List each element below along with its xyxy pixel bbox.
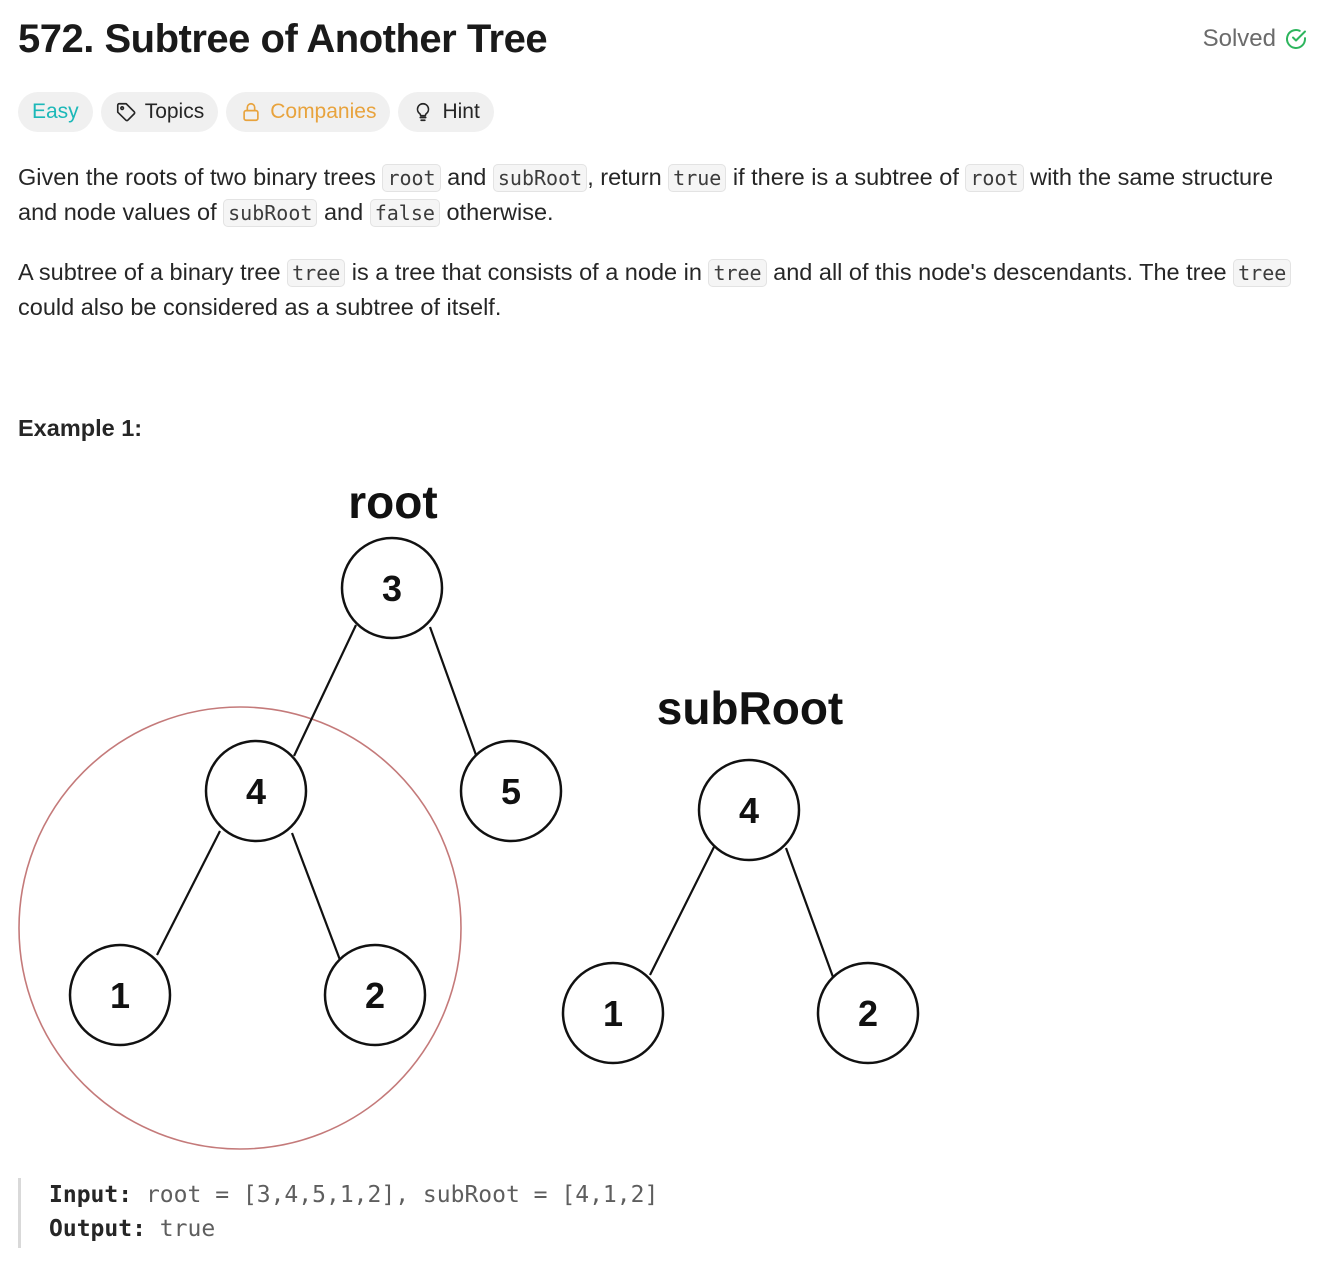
code-root: root <box>965 164 1024 192</box>
text: Given the roots of two binary trees <box>18 164 383 190</box>
problem-tags: Easy Topics Companies Hint <box>18 92 494 132</box>
difficulty-tag[interactable]: Easy <box>18 92 93 132</box>
lock-icon <box>243 102 259 122</box>
text: is a tree that consists of a node in <box>345 259 709 285</box>
lightbulb-icon <box>417 102 430 122</box>
tree-node <box>204 739 308 843</box>
node-value: 2 <box>858 993 878 1034</box>
description-paragraph-1: Given the roots of two binary trees root… <box>18 160 1308 230</box>
node-value: 1 <box>603 993 623 1034</box>
tree-node <box>68 943 172 1047</box>
node-value: 4 <box>246 771 266 812</box>
code-tree: tree <box>708 259 767 287</box>
solved-label: Solved <box>1202 25 1276 52</box>
output-label: Output: <box>49 1216 146 1242</box>
tree-node <box>697 758 801 862</box>
edge <box>156 830 221 956</box>
node-value: 1 <box>110 975 130 1016</box>
text: if there is a subtree of <box>726 164 966 190</box>
code-false: false <box>369 199 440 227</box>
description-paragraph-2: A subtree of a binary tree tree is a tre… <box>18 255 1308 324</box>
tree-node <box>459 739 563 843</box>
example-1-diagram: root subRoot 3 4 5 1 2 4 1 2 <box>18 476 920 1150</box>
tag-icon <box>116 102 136 122</box>
companies-tag[interactable]: Companies <box>226 92 391 132</box>
tree-node <box>561 961 665 1065</box>
text: and all of this node's descendants. The … <box>766 259 1234 285</box>
code-tree: tree <box>1233 259 1292 287</box>
hint-label: Hint <box>442 100 480 123</box>
text: and <box>317 199 370 225</box>
input-value: root = [3,4,5,1,2], subRoot = [4,1,2] <box>145 1182 659 1208</box>
code-subroot: subRoot <box>492 164 588 192</box>
tree-node <box>816 961 920 1065</box>
example-output-line: Output: true <box>49 1212 918 1246</box>
node-value: 5 <box>501 771 521 812</box>
companies-label: Companies <box>270 100 377 123</box>
edge <box>293 624 357 757</box>
text: with the same structure and node values … <box>18 164 1274 225</box>
tree-node <box>323 943 427 1047</box>
text: otherwise. <box>439 199 554 225</box>
problem-header: 572. Subtree of Another Tree Solved <box>18 14 1308 64</box>
text: A subtree of a binary tree <box>18 259 288 285</box>
input-label: Input: <box>49 1182 133 1208</box>
topics-tag[interactable]: Topics <box>100 92 219 132</box>
problem-title: 572. Subtree of Another Tree <box>18 17 548 61</box>
text: could also be considered as a subtree of… <box>18 294 502 320</box>
check-circle-icon <box>1286 29 1306 49</box>
output-value: true <box>159 1216 216 1242</box>
example-1-title: Example 1: <box>18 415 143 441</box>
code-root: root <box>382 164 441 192</box>
tree-node <box>340 536 444 640</box>
hint-tag[interactable]: Hint <box>398 92 494 132</box>
edge <box>428 626 478 756</box>
code-tree: tree <box>287 259 346 287</box>
topics-label: Topics <box>144 100 205 123</box>
subroot-label: subRoot <box>657 682 844 734</box>
text: , return <box>587 164 669 190</box>
root-label: root <box>348 476 437 528</box>
code-true: true <box>668 164 727 192</box>
edge <box>290 832 342 961</box>
text: and <box>440 164 493 190</box>
edge <box>649 846 715 976</box>
node-value: 4 <box>739 790 759 831</box>
difficulty-label: Easy <box>32 100 79 123</box>
subtree-highlight-circle <box>18 706 462 1150</box>
edge <box>784 847 835 978</box>
node-value: 3 <box>382 568 402 609</box>
solved-status: Solved <box>1203 24 1308 54</box>
code-subroot: subRoot <box>223 199 318 227</box>
example-1-io: Input: root = [3,4,5,1,2], subRoot = [4,… <box>18 1178 918 1248</box>
node-value: 2 <box>365 975 385 1016</box>
example-input-line: Input: root = [3,4,5,1,2], subRoot = [4,… <box>49 1178 918 1212</box>
